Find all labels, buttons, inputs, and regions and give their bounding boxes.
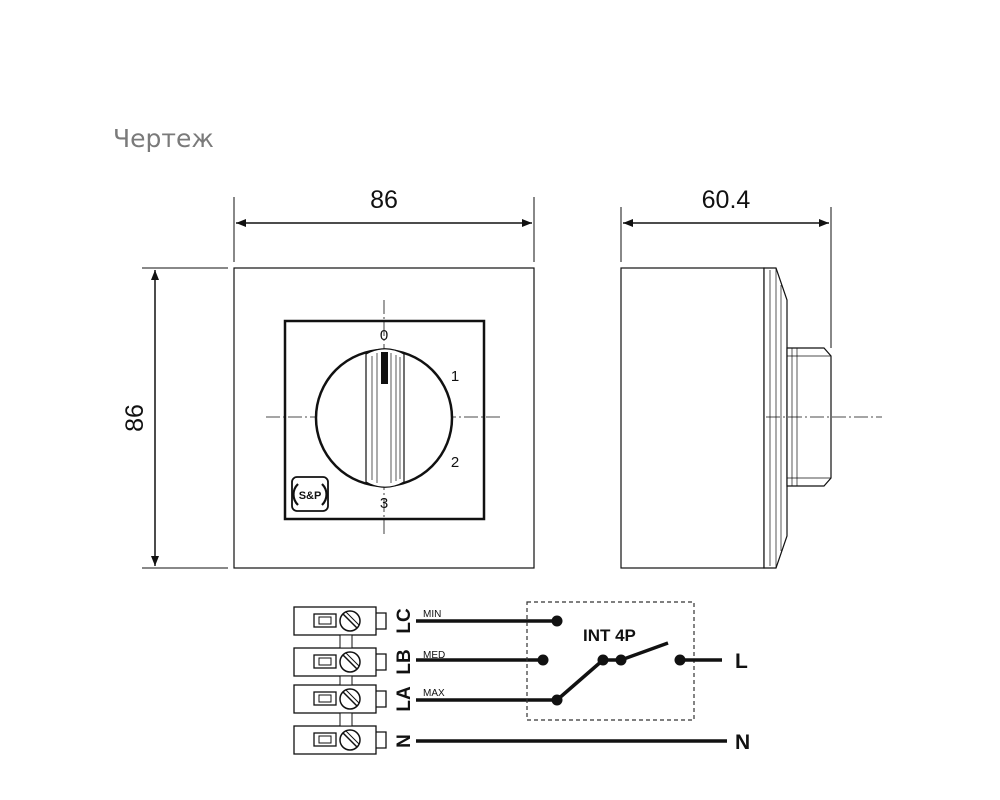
side-body — [620, 267, 765, 569]
label-min: MIN — [423, 609, 441, 620]
plate-profile — [763, 267, 788, 569]
front-view: 86 86 0 1 2 3 S&P — [121, 186, 535, 569]
label-max: MAX — [423, 688, 445, 699]
position-0-label: 0 — [380, 327, 388, 344]
terminal-code-n: N — [394, 734, 415, 748]
wiring-diagram: LC LB LA N MIN MED MAX INT 4P L N — [293, 601, 750, 755]
line-label: L — [735, 650, 748, 673]
terminal-code-la: LA — [394, 686, 415, 712]
position-2-label: 2 — [451, 454, 459, 471]
logo-text: S&P — [299, 490, 322, 502]
terminal-code-lc: LC — [394, 608, 415, 634]
width-dimension-label: 86 — [370, 186, 398, 214]
terminal-block — [293, 606, 387, 755]
side-view: 60.4 — [620, 186, 882, 569]
position-1-label: 1 — [451, 368, 459, 385]
page-title: Чертеж — [113, 124, 214, 153]
position-3-label: 3 — [380, 495, 388, 512]
knob-grip — [365, 348, 405, 488]
label-med: MED — [423, 650, 445, 661]
depth-dimension-label: 60.4 — [702, 186, 751, 214]
switch-lever — [620, 641, 669, 662]
switch-label: INT 4P — [583, 626, 636, 645]
height-dimension-label: 86 — [121, 404, 149, 432]
neutral-label: N — [735, 731, 750, 754]
logo-badge — [291, 476, 329, 512]
knob-indicator — [381, 352, 388, 384]
terminal-code-lb: LB — [394, 649, 415, 674]
